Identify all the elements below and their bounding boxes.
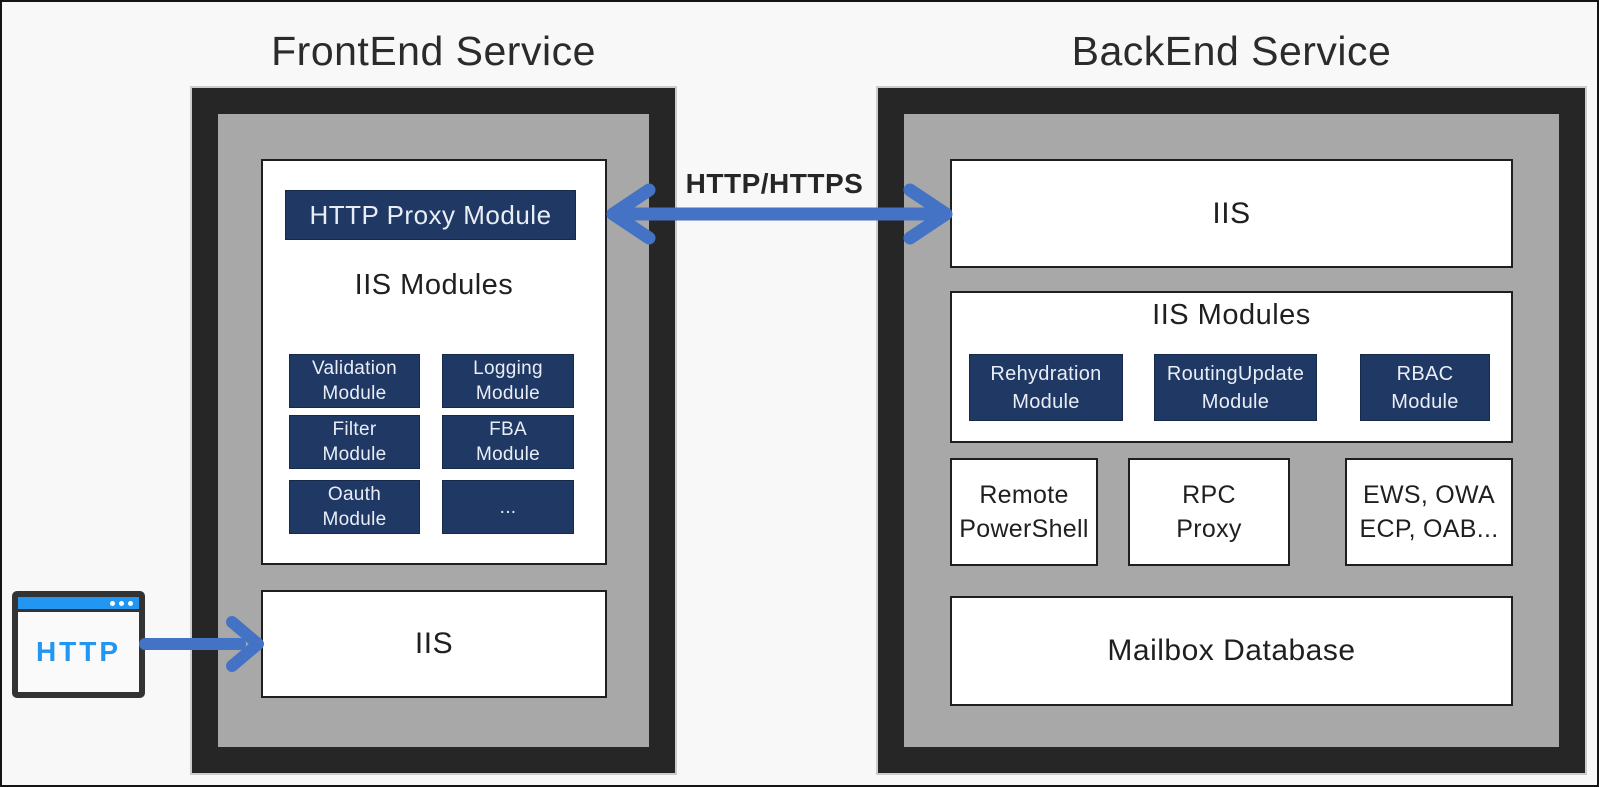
browser-dot-icon xyxy=(128,600,133,606)
client-http-label: HTTP xyxy=(35,636,122,667)
module-box-validation: Validation Module xyxy=(289,354,420,408)
rpc-proxy-box: RPC Proxy xyxy=(1128,458,1290,566)
http-client-browser-icon: HTTP xyxy=(12,591,145,698)
module-box-fba: FBA Module xyxy=(442,415,574,469)
http-https-arrow xyxy=(606,183,953,245)
module-box-routingupdate: RoutingUpdate Module xyxy=(1154,354,1317,421)
browser-dot-icon xyxy=(110,600,115,606)
backend-service-title: BackEnd Service xyxy=(1071,28,1392,74)
backend-panel-title: IIS Modules xyxy=(1152,299,1311,331)
client-to-frontend-arrow xyxy=(139,616,264,672)
module-box-rbac: RBAC Module xyxy=(1360,354,1490,421)
browser-body: HTTP xyxy=(18,612,139,692)
frontend-iis-modules-panel: HTTP Proxy Module IIS Modules Validation… xyxy=(261,159,607,565)
module-box-logging: Logging Module xyxy=(442,354,574,408)
module-box-filter: Filter Module xyxy=(289,415,420,469)
mailbox-database-box: Mailbox Database xyxy=(950,596,1513,706)
remote-powershell-box: Remote PowerShell xyxy=(950,458,1098,566)
ews-owa-ecp-oab-box: EWS, OWA ECP, OAB... xyxy=(1345,458,1513,566)
browser-titlebar xyxy=(18,597,139,612)
frontend-panel-title: IIS Modules xyxy=(354,269,514,301)
frontend-iis-box: IIS xyxy=(261,590,607,698)
backend-iis-modules-panel: IIS Modules Rehydration Module RoutingUp… xyxy=(950,291,1513,443)
frontend-service-title: FrontEnd Service xyxy=(271,28,596,74)
module-box-rehydration: Rehydration Module xyxy=(969,354,1123,421)
browser-dot-icon xyxy=(119,600,124,606)
module-box-ellipsis: ... xyxy=(442,480,574,534)
module-box-oauth: Oauth Module xyxy=(289,480,420,534)
http-proxy-module-box: HTTP Proxy Module xyxy=(285,190,576,240)
http-https-label: HTTP/HTTPS xyxy=(685,168,864,199)
backend-iis-box: IIS xyxy=(950,159,1513,268)
